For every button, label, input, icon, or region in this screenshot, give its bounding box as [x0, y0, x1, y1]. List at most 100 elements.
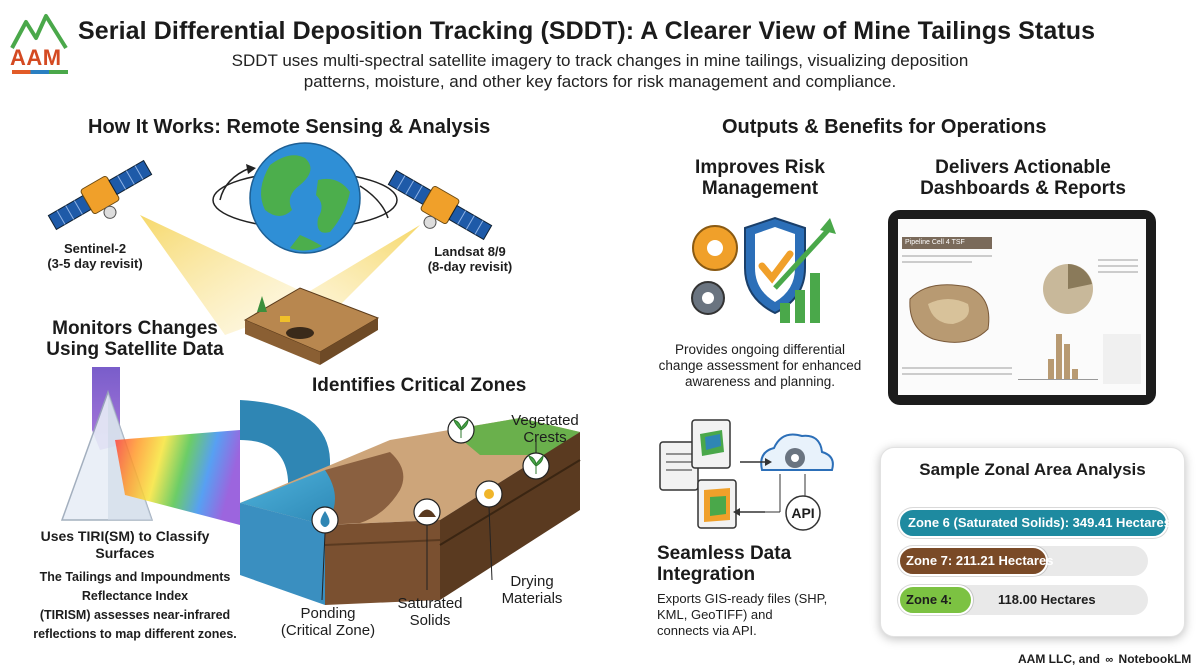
map-file-icon [691, 419, 731, 469]
dashboards-line-2: Dashboards & Reports [920, 178, 1126, 199]
seamless-desc-line-1: Exports GIS-ready files (SHP, [657, 591, 828, 606]
cloud-gear-icon [760, 433, 834, 471]
ponding-line-2: (Critical Zone) [280, 622, 376, 639]
logo-text: AAM [10, 45, 62, 70]
tiri-title-line-2: Surfaces [95, 545, 155, 561]
tiri-description: The Tailings and Impoundments Reflectanc… [20, 568, 250, 644]
sentinel-satellite-icon [47, 159, 153, 231]
water-drop-icon [311, 506, 339, 534]
landsat-label: Landsat 8/9 (8-day revisit) [410, 244, 530, 274]
zone-7-bar: Zone 7: 211.21 Hectares [898, 546, 1148, 576]
zone-4-fill [898, 585, 973, 615]
vegetated-line-2: Crests [523, 429, 567, 446]
mine-site-icon [243, 287, 380, 365]
tiri-desc-line-3: (TIRISM) assesses near-infrared [39, 608, 231, 622]
drying-line-1: Drying [510, 573, 554, 590]
seamless-line-1: Seamless Data [657, 543, 792, 564]
mountain-logo-icon [10, 14, 68, 50]
gear-small-icon [691, 281, 725, 315]
zones-heading: Identifies Critical Zones [312, 375, 527, 396]
earth-globe-icon [249, 142, 361, 254]
logo-stripe [12, 70, 68, 74]
risk-line-2: Management [701, 178, 819, 199]
landsat-revisit: (8-day revisit) [427, 259, 513, 274]
risk-management-illustration [691, 216, 836, 323]
dashboard-screen-title: Pipeline Cell 4 TSF [902, 237, 992, 249]
how-it-works-heading: How It Works: Remote Sensing & Analysis [88, 116, 491, 138]
zone-7-label: Zone 7: 211.21 Hectares [906, 553, 1054, 568]
zone-4-label: Zone 4: [906, 592, 953, 607]
subtitle-line-1: SDDT uses multi-spectral satellite image… [231, 51, 969, 70]
api-circle-icon [785, 495, 821, 531]
vegetated-line-1: Vegetated [511, 412, 579, 429]
outputs-heading: Outputs & Benefits for Operations [722, 116, 1047, 138]
api-label: API [791, 505, 815, 521]
monitors-line-2: Using Satellite Data [46, 339, 224, 360]
saturated-line-1: Saturated [397, 595, 463, 612]
tiri-desc-line-1: The Tailings and Impoundments [39, 570, 231, 584]
document-icon [659, 441, 699, 491]
remote-sensing-illustration [47, 142, 581, 605]
zone-7-fill [898, 546, 1048, 576]
notebooklm-icon: ∞ [1105, 654, 1114, 666]
tiri-title-line-1: Uses TIRI(SM) to Classify [40, 528, 210, 544]
dashboards-heading: Delivers Actionable Dashboards & Reports [898, 157, 1148, 199]
dashboard-mockup [902, 255, 1141, 384]
sentinel-revisit: (3-5 day revisit) [47, 256, 143, 271]
zone-4-value: 118.00 Hectares [998, 592, 1096, 607]
dashboard-tablet: Pipeline Cell 4 TSF [888, 210, 1156, 405]
tiri-desc-line-2: Reflectance Index [81, 589, 189, 603]
saturated-solids-label: Saturated Solids [380, 595, 480, 629]
drying-line-2: Materials [501, 590, 563, 607]
risk-heading: Improves Risk Management [650, 157, 870, 199]
sprout-icon-2 [522, 452, 550, 480]
landsat-satellite-icon [387, 169, 493, 241]
shield-check-icon [744, 216, 806, 315]
footer-credit-text: AAM LLC, and [1018, 652, 1100, 666]
zone-6-fill [898, 508, 1168, 538]
tiri-heading: Uses TIRI(SM) to Classify Surfaces [20, 528, 230, 562]
vegetated-crests-label: Vegetated Crests [495, 412, 595, 446]
layers-file-icon [697, 479, 737, 529]
footer-credit: AAM LLC, and ∞ NotebookLM [1018, 652, 1191, 666]
zone-4-bar: Zone 4: 118.00 Hectares [898, 585, 1148, 615]
orbit-arrow-right [359, 185, 389, 219]
risk-description: Provides ongoing differential change ass… [640, 342, 880, 390]
saturated-line-2: Solids [409, 612, 451, 629]
risk-desc-line-3: awareness and planning. [684, 374, 836, 389]
seamless-desc-line-3: connects via API. [657, 623, 757, 638]
monitors-heading: Monitors Changes Using Satellite Data [30, 318, 240, 360]
zone-6-bar: Zone 6 (Saturated Solids): 349.41 Hectar… [898, 508, 1171, 538]
seamless-desc-line-2: KML, GeoTIFF) and [657, 607, 773, 622]
monitors-line-1: Monitors Changes [52, 318, 218, 339]
rainbow-spectrum [115, 430, 240, 525]
dashboard-screen: Pipeline Cell 4 TSF [898, 219, 1146, 395]
ponding-line-1: Ponding [300, 605, 356, 622]
risk-line-1: Improves Risk [695, 157, 825, 178]
gear-icon [692, 225, 738, 271]
sentinel-name: Sentinel-2 [63, 241, 127, 256]
zonal-title: Sample Zonal Area Analysis [919, 460, 1146, 479]
page-title: Serial Differential Deposition Tracking … [78, 17, 1096, 45]
sentinel-label: Sentinel-2 (3-5 day revisit) [35, 241, 155, 271]
growth-bars-icon [773, 218, 836, 323]
landsat-name: Landsat 8/9 [434, 244, 506, 259]
dashboards-line-1: Delivers Actionable [935, 157, 1111, 178]
subtitle-line-2: patterns, moisture, and other key factor… [303, 72, 897, 91]
orbit-arrow-left [219, 167, 251, 201]
seamless-heading: Seamless Data Integration [657, 543, 857, 585]
flow-arrow [240, 400, 330, 490]
seamless-description: Exports GIS-ready files (SHP, KML, GeoTI… [657, 591, 867, 639]
saturated-mound-icon [413, 498, 441, 526]
zonal-analysis-card: Sample Zonal Area Analysis Zone 6 (Satur… [880, 447, 1185, 637]
zone-6-label: Zone 6 (Saturated Solids): 349.41 Hectar… [908, 515, 1171, 530]
risk-desc-line-1: Provides ongoing differential [674, 342, 846, 357]
tiri-desc-line-4: reflections to map different zones. [33, 627, 237, 641]
drying-materials-label: Drying Materials [482, 573, 582, 607]
ponding-label: Ponding (Critical Zone) [268, 605, 388, 639]
page-subtitle: SDDT uses multi-spectral satellite image… [150, 50, 1050, 92]
footer-notebook-text: NotebookLM [1118, 652, 1192, 666]
sprout-icon-1 [447, 416, 475, 444]
logo: AAM [8, 8, 70, 74]
seamless-line-2: Integration [657, 564, 756, 585]
